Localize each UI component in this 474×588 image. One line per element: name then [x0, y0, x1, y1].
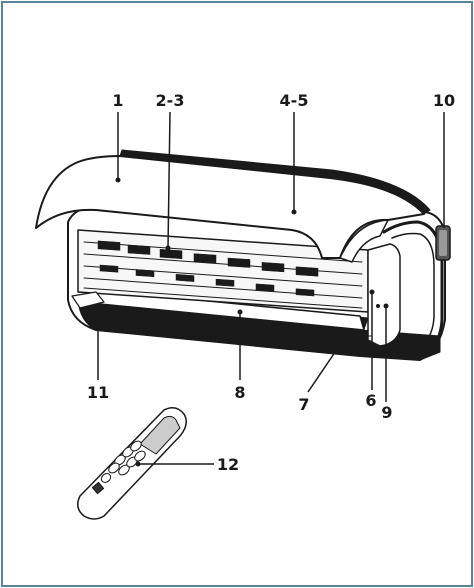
front-panel-edge — [119, 149, 431, 215]
remote-buttons — [91, 440, 146, 495]
bottom-right-vents — [359, 335, 373, 349]
callout-1: 1 — [112, 91, 123, 110]
callout-7: 7 — [298, 395, 309, 414]
callout-6: 6 — [365, 391, 376, 410]
callout-11: 11 — [87, 383, 109, 402]
leader-dots — [95, 177, 389, 467]
callout-9: 9 — [381, 403, 392, 422]
right-side-panel — [367, 243, 401, 347]
leader-2-3 — [167, 111, 171, 249]
remote-display — [139, 415, 181, 455]
remote-control-illustration — [77, 407, 187, 520]
callout-8: 8 — [234, 383, 245, 402]
callout-2-3: 2-3 — [156, 91, 185, 110]
leader-lines — [97, 111, 445, 465]
sensor-module-face — [439, 230, 447, 256]
filter-frames — [97, 240, 319, 277]
indoor-unit-illustration — [35, 149, 451, 361]
filter-frames-lower — [99, 264, 315, 297]
panel-screw — [376, 304, 380, 308]
right-end-cap-inner — [391, 232, 435, 349]
leader-7 — [307, 335, 347, 393]
callout-12: 12 — [217, 455, 239, 474]
left-corner-detail — [71, 291, 105, 309]
right-end-cap — [382, 220, 444, 358]
callout-10: 10 — [433, 91, 455, 110]
callout-4-5: 4-5 — [280, 91, 309, 110]
callout-labels: 1 2-3 4-5 10 11 8 7 6 9 12 — [87, 91, 455, 474]
front-panel-side — [339, 219, 389, 263]
